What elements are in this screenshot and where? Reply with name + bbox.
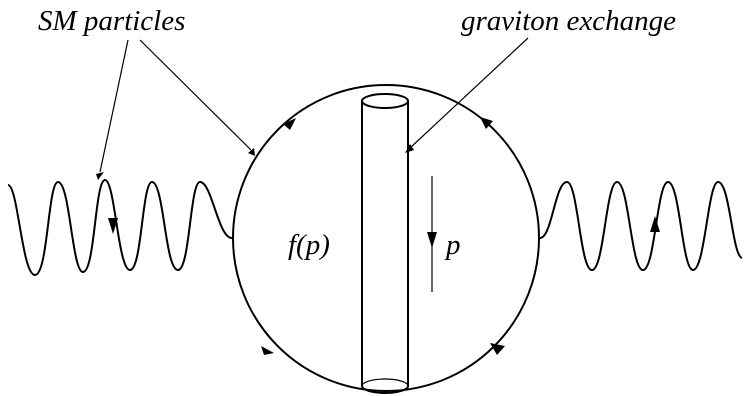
momentum-label: p bbox=[444, 229, 461, 261]
sm-pointer-left bbox=[99, 39, 129, 173]
loop-arrow-upper-left bbox=[283, 118, 296, 130]
loop-arrow-lower-right bbox=[490, 343, 505, 355]
momentum-arrow-head bbox=[427, 232, 437, 248]
graviton-pointer bbox=[409, 37, 529, 149]
cylinder-bottom-ellipse-front bbox=[361, 385, 409, 394]
function-label: f(p) bbox=[288, 229, 330, 261]
sm-pointer-right-head bbox=[248, 148, 255, 156]
graviton-exchange-label: graviton exchange bbox=[461, 5, 676, 37]
loop-arrow-lower-left bbox=[261, 346, 274, 355]
left-wavy-line bbox=[7, 178, 233, 277]
cylinder-top-ellipse bbox=[361, 93, 409, 109]
right-wavy-arrow bbox=[650, 216, 660, 232]
loop-arrow-upper-right bbox=[480, 117, 493, 129]
sm-particles-label: SM particles bbox=[38, 5, 185, 37]
right-wavy-line bbox=[539, 180, 743, 272]
loop-circle bbox=[232, 84, 540, 392]
graviton-pointer-head bbox=[405, 144, 414, 153]
sm-pointer-left-head bbox=[96, 172, 104, 180]
sm-pointer-right bbox=[139, 39, 252, 151]
left-wavy-arrow bbox=[108, 218, 118, 234]
cylinder-bottom-ellipse-back bbox=[361, 378, 409, 387]
